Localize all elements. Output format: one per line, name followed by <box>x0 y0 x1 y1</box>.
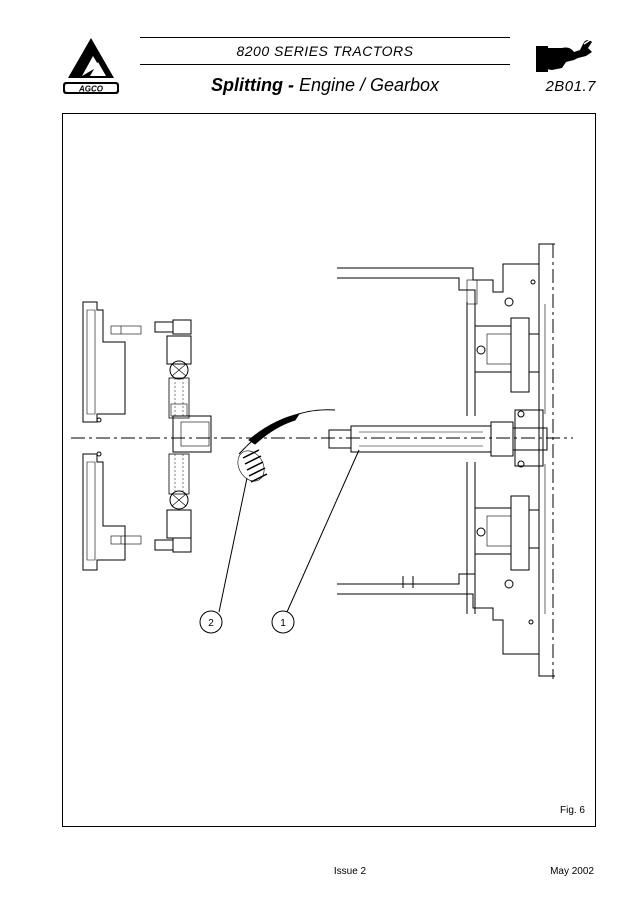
leader-line-2 <box>218 477 248 613</box>
cover-plate-lower <box>82 451 142 571</box>
callout-1: 1 <box>271 610 295 634</box>
shaft-part-1 <box>328 421 548 457</box>
date-label: May 2002 <box>550 866 594 877</box>
figure-frame: 2 1 Fig. 6 <box>62 113 596 827</box>
gearbox-housing <box>337 243 555 677</box>
spring-part-2 <box>237 449 268 483</box>
logo-text: AGCO <box>78 85 104 94</box>
page-title: Splitting - Engine / Gearbox <box>140 75 510 96</box>
issue-label: Issue 2 <box>333 866 367 877</box>
damper-assembly <box>154 319 212 553</box>
series-title: 8200 SERIES TRACTORS <box>236 43 414 59</box>
callout-2: 2 <box>199 610 223 634</box>
header-rule-top <box>140 37 510 38</box>
callout-1-label: 1 <box>280 618 286 629</box>
agco-logo: AGCO <box>63 38 119 94</box>
header-rule-bottom <box>140 64 510 65</box>
title-bold: Splitting <box>210 75 283 95</box>
title-separator: - <box>282 75 299 95</box>
leader-line-1 <box>286 449 360 613</box>
section-code: 2B01.7 <box>545 78 596 95</box>
cover-plate-upper <box>82 301 142 423</box>
exploded-diagram: 2 1 <box>71 243 573 679</box>
callout-2-label: 2 <box>208 618 214 629</box>
title-rest: Engine / Gearbox <box>298 75 440 95</box>
wrench-hand-icon <box>536 39 592 72</box>
removal-arrow <box>238 409 336 455</box>
figure-label: Fig. 6 <box>559 805 585 816</box>
